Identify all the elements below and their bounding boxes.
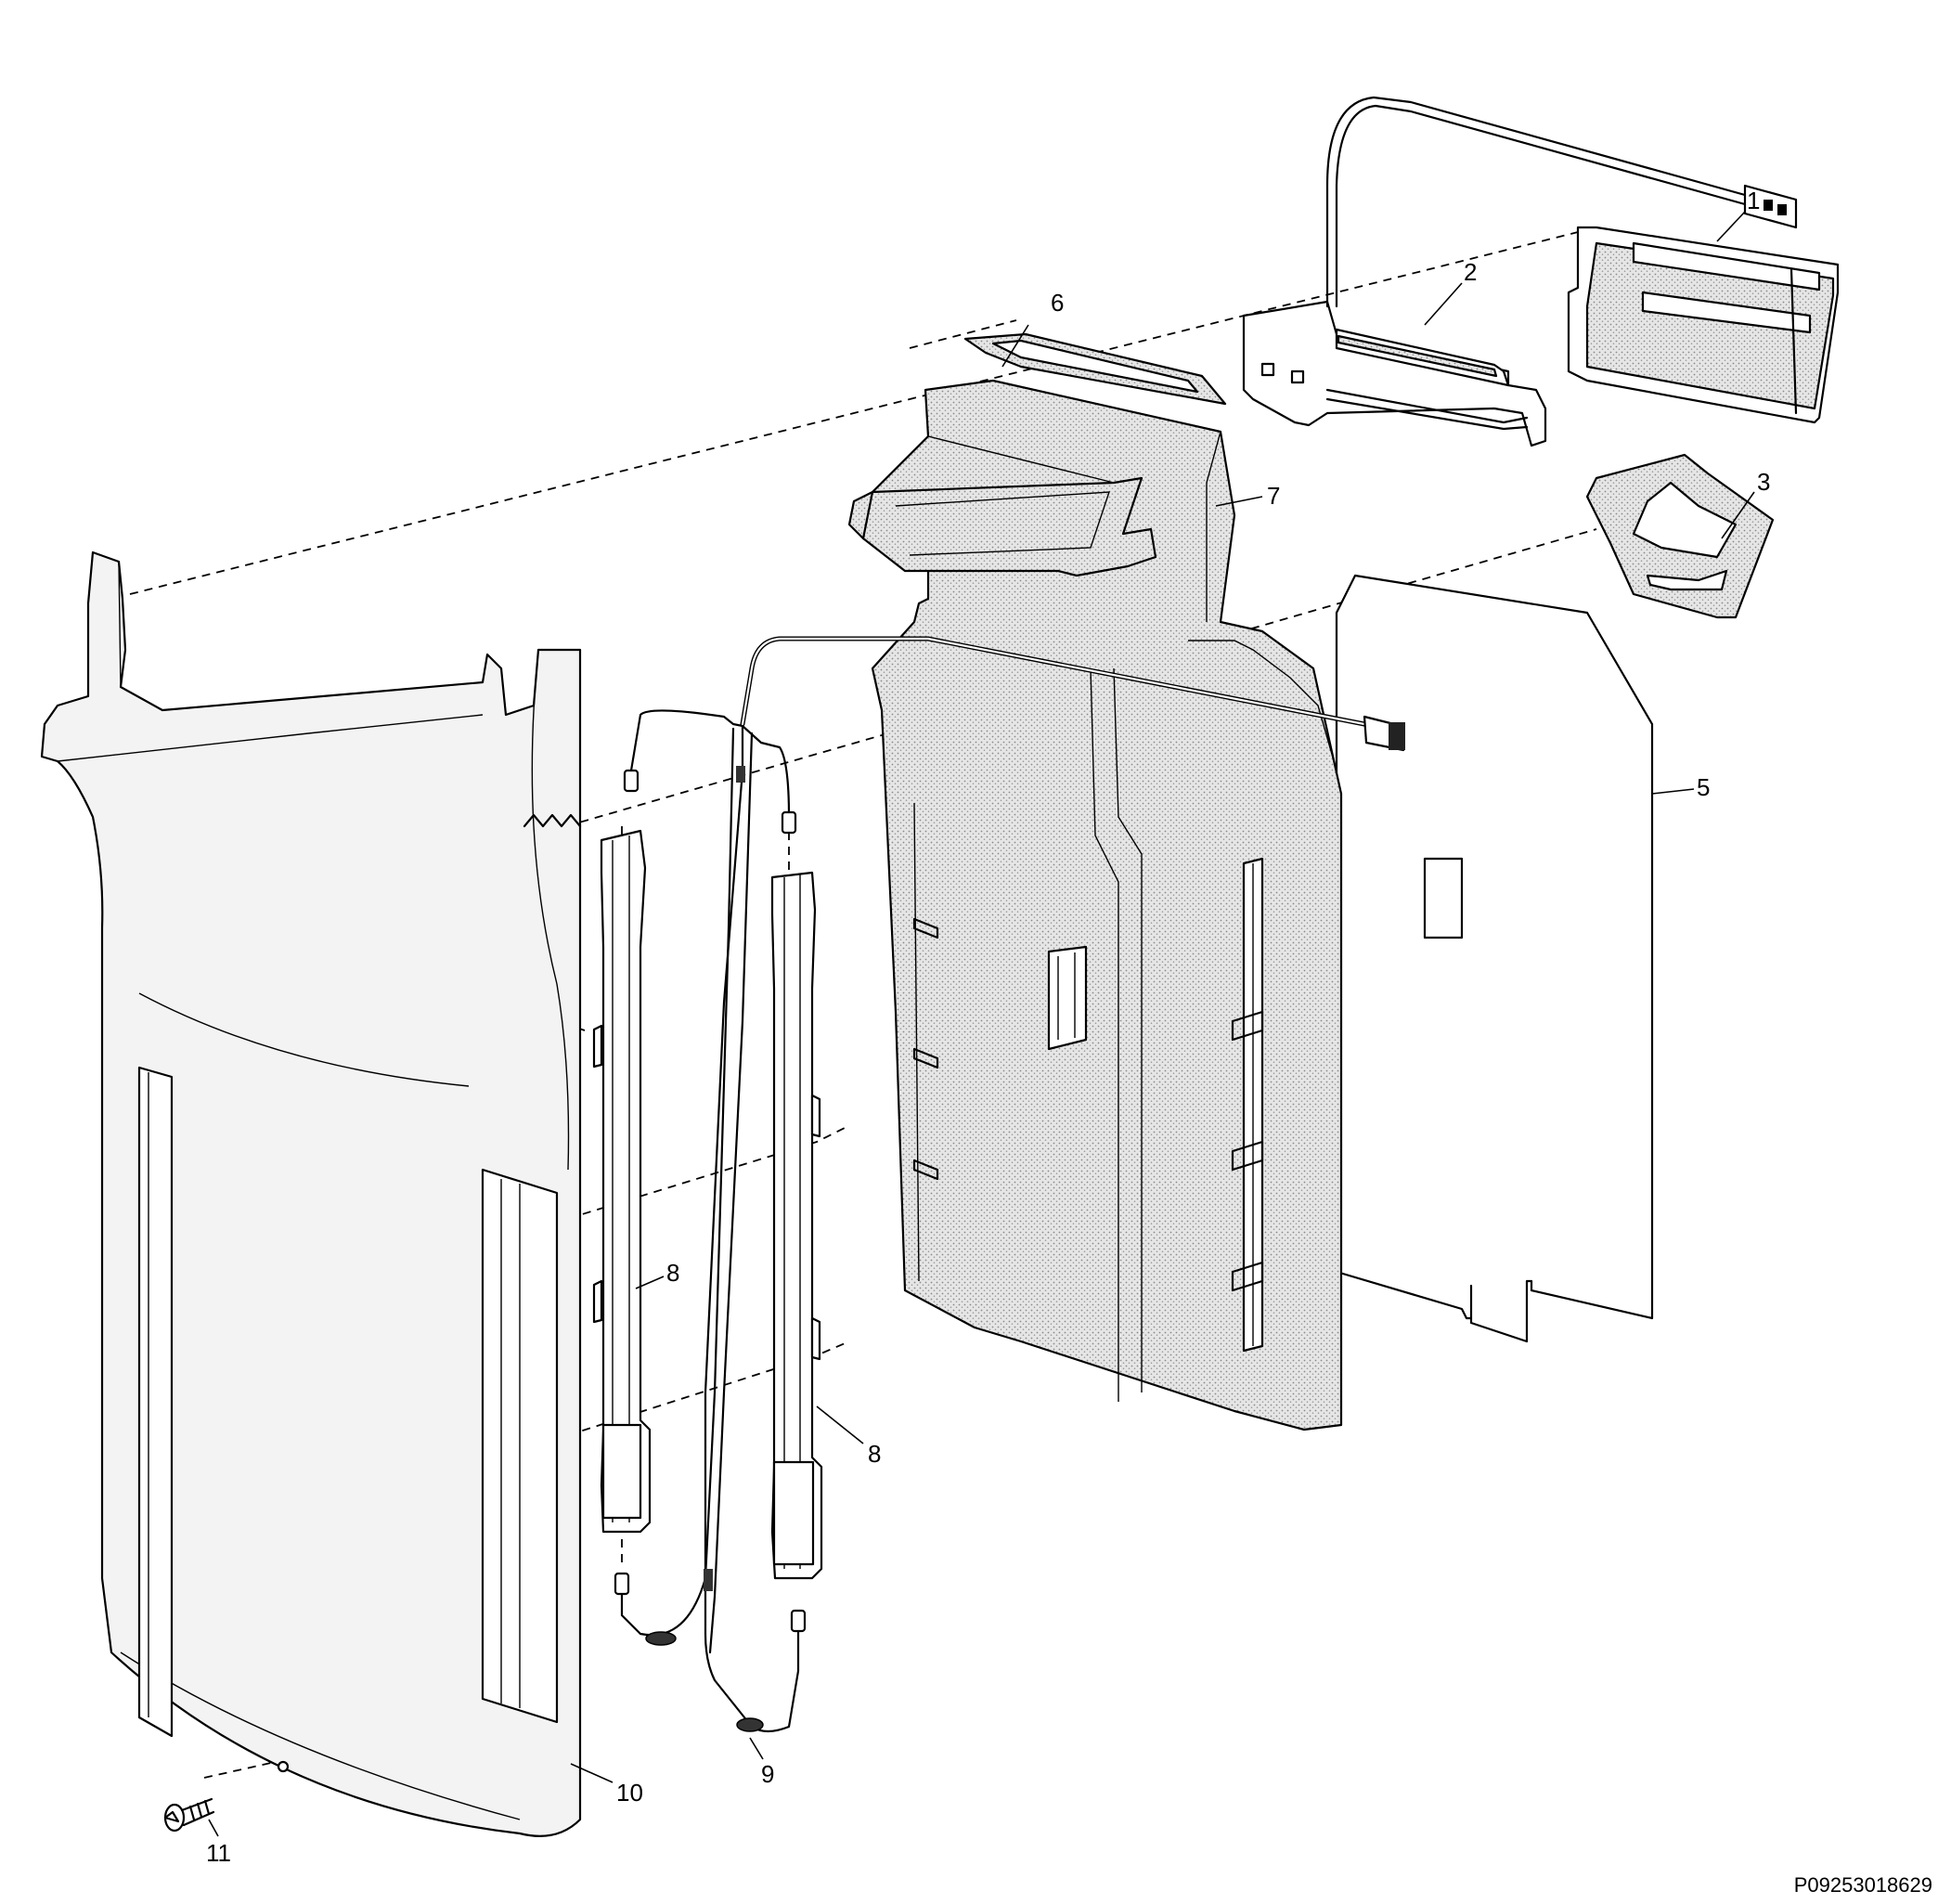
reference-code: P09253018629 xyxy=(1794,1873,1932,1897)
callout-8-right: 8 xyxy=(868,1440,881,1468)
part-2-connector-module xyxy=(1242,96,1798,447)
callout-6: 6 xyxy=(1051,289,1064,317)
callout-8-left: 8 xyxy=(666,1259,679,1287)
part-8-lamp-tube-left xyxy=(592,829,652,1534)
part-10-cover-panel xyxy=(40,550,582,1837)
part-5-sheet-panel xyxy=(1335,574,1654,1343)
callout-2: 2 xyxy=(1464,258,1477,286)
callout-9: 9 xyxy=(761,1760,774,1788)
part-1-bracket-board xyxy=(1567,226,1840,424)
part-6-gasket-frame xyxy=(963,332,1227,406)
part-9-wire-harness xyxy=(614,709,807,1733)
callout-3: 3 xyxy=(1757,468,1770,496)
callout-1: 1 xyxy=(1747,187,1760,214)
callout-11: 11 xyxy=(206,1839,231,1867)
leader-lines xyxy=(208,211,1755,1837)
part-3-wedge-block xyxy=(1585,453,1775,619)
part-7-foam-insulation xyxy=(847,379,1343,1431)
part-11-screw xyxy=(163,1797,215,1833)
callout-10: 10 xyxy=(616,1779,643,1807)
main-cable xyxy=(740,636,1405,752)
part-8-lamp-tube-right xyxy=(770,871,823,1580)
callouts: 1 2 3 5 6 7 8 8 9 10 11 xyxy=(206,187,1770,1867)
callout-7: 7 xyxy=(1267,482,1280,510)
callout-5: 5 xyxy=(1697,773,1710,801)
